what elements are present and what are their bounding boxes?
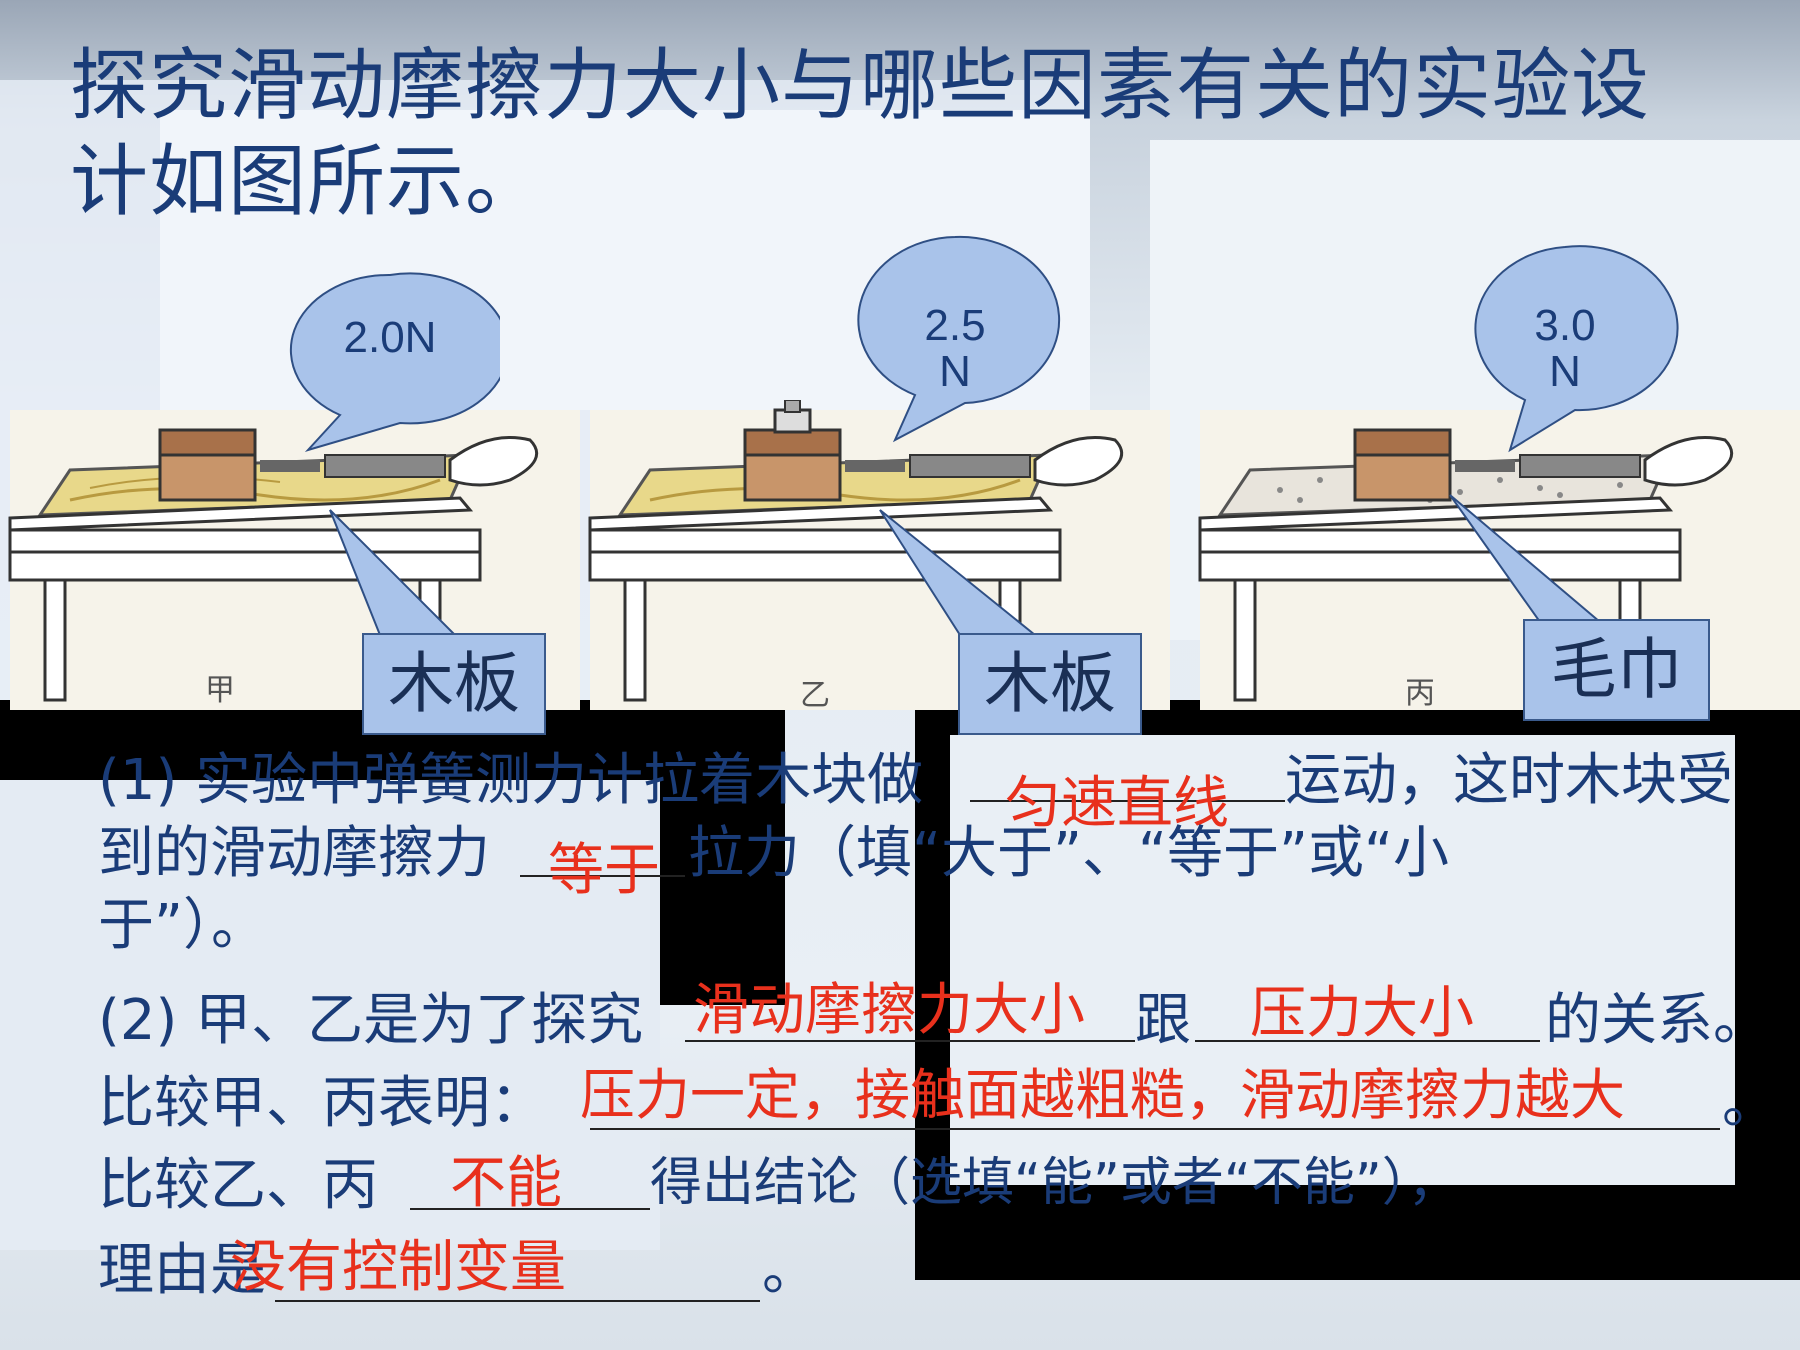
q1-answer-2: 等于	[548, 838, 660, 903]
q2-line2-suffix: 。	[1722, 1071, 1778, 1136]
answer-blank	[685, 1040, 1135, 1042]
q2-answer-2: 压力大小	[1250, 981, 1474, 1046]
force-reading: 2.0N	[343, 313, 437, 362]
q1-line1-suffix: 运动，这时木块受	[1285, 748, 1733, 813]
q2-answer-3: 压力一定，接触面越粗糙，滑动摩擦力越大	[580, 1063, 1626, 1127]
q1-line3: 于”）。	[98, 893, 268, 958]
q2-line1-prefix: (2) 甲、乙是为了探究	[98, 988, 644, 1053]
surface-label: 木板	[958, 633, 1142, 735]
answer-blank	[275, 1300, 760, 1302]
q2-answer-4: 不能	[450, 1151, 562, 1216]
q1-line2-prefix: 到的滑动摩擦力	[98, 821, 490, 886]
answer-blank	[410, 1208, 650, 1210]
occlusion-block	[660, 700, 785, 1005]
answer-blank	[520, 875, 685, 877]
q2-line4-prefix: 理由是	[98, 1238, 266, 1303]
q2-line4-suffix: 。	[762, 1238, 818, 1303]
surface-label: 木板	[362, 633, 546, 735]
answer-blank	[590, 1128, 1720, 1130]
answer-blank	[1195, 1040, 1540, 1042]
q2-line2-prefix: 比较甲、丙表明：	[98, 1071, 546, 1136]
page-title: 探究滑动摩擦力大小与哪些因素有关的实验设计如图所示。	[70, 41, 1651, 227]
force-bubble	[289, 272, 500, 452]
answer-blank	[970, 800, 1285, 802]
q2-answer-1: 滑动摩擦力大小	[693, 978, 1085, 1043]
q1-line1-prefix: (1) 实验中弹簧测力计拉着木块做	[98, 748, 924, 813]
q2-answer-5: 没有控制变量	[230, 1235, 566, 1300]
panel-caption: 乙	[800, 678, 830, 713]
bg-panel	[0, 780, 660, 1250]
panel-yi	[588, 400, 1170, 710]
q2-line1-mid: 跟	[1135, 988, 1191, 1053]
force-bubble	[1474, 245, 1679, 453]
force-reading: 3.0 N	[1534, 301, 1596, 396]
surface-label: 毛巾	[1523, 619, 1710, 721]
occlusion-block	[950, 735, 1735, 1185]
q2-line3-suffix: 得出结论（选填“能”或者“不能”），	[650, 1153, 1460, 1213]
q1-answer-1: 匀速直线	[1005, 771, 1229, 836]
panel-caption: 甲	[205, 673, 235, 708]
q1-line2-suffix: 拉力（填“大于”、“等于”或“小	[688, 821, 1450, 886]
q2-line1-suffix: 的关系。	[1545, 988, 1769, 1053]
force-reading: 2.5 N	[924, 301, 986, 396]
q2-line3-prefix: 比较乙、丙	[98, 1153, 378, 1218]
panel-caption: 丙	[1405, 676, 1435, 711]
force-bubble	[857, 235, 1061, 443]
